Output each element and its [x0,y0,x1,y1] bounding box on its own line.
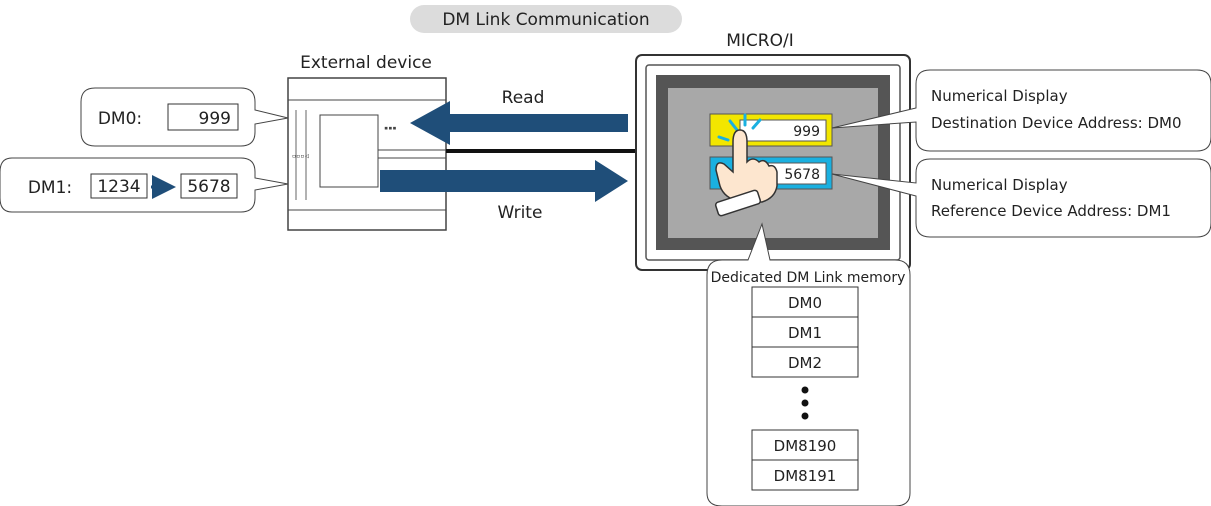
title-pill: DM Link Communication [410,5,682,33]
dm-memory-cell-dm8191: DM8191 [774,467,837,485]
dm0-label: DM0: [98,109,142,129]
numerical-display-1-title: Numerical Display [931,87,1068,105]
dm-memory-cell-dm2: DM2 [788,354,822,372]
dm-link-memory-callout: Dedicated DM Link memory DM0 DM1 DM2 DM8… [706,222,911,506]
dm1-old-value: 1234 [97,177,140,197]
dm-memory-cell [751,346,859,378]
dm-memory-cell-dm8190: DM8190 [774,437,837,455]
dm-memory-cell [751,316,859,348]
micro-i-label: MICRO/I [726,31,794,51]
dm-memory-cell-dm1: DM1 [788,324,822,342]
dm1-callout: DM1: 1234 5678 [0,157,289,213]
dm-memory-title: Dedicated DM Link memory [711,270,906,286]
display-1-value: 999 [793,124,820,140]
write-arrow [380,160,628,202]
diagram-title: DM Link Communication [442,10,649,30]
numerical-display-2-title: Numerical Display [931,176,1068,194]
numerical-display-2-address: Reference Device Address: DM1 [931,202,1171,220]
numerical-display-1-address: Destination Device Address: DM0 [931,114,1182,132]
dm0-callout: DM0: 999 [80,87,289,147]
svg-text:▪▪▪: ▪▪▪ [384,124,397,132]
write-label: Write [498,203,543,223]
numerical-display-2-callout: Numerical Display Reference Device Addre… [831,158,1211,238]
svg-text:▫▫▫◁: ▫▫▫◁ [292,152,309,160]
dm-memory-cell [751,286,859,318]
ellipsis-dots [801,386,809,420]
read-label: Read [502,88,545,108]
touch-rays [717,113,762,142]
dm1-new-value: 5678 [187,177,230,197]
hand-pointer-icon [714,129,778,217]
external-device-label: External device [300,53,432,73]
numerical-display-1-callout: Numerical Display Destination Device Add… [831,69,1211,152]
dm0-value: 999 [199,109,231,129]
display-2-value: 5678 [784,167,820,183]
read-arrow [410,101,628,145]
numerical-display-1: 999 [709,113,833,147]
external-device-icon: ▫▫▫◁ ▪▪▪ ▪▪▪ [287,77,447,231]
dm-memory-cell [751,459,859,491]
dm-memory-cell-dm0: DM0 [788,294,822,312]
dm-memory-cell [751,429,859,461]
dm1-label: DM1: [28,178,72,198]
